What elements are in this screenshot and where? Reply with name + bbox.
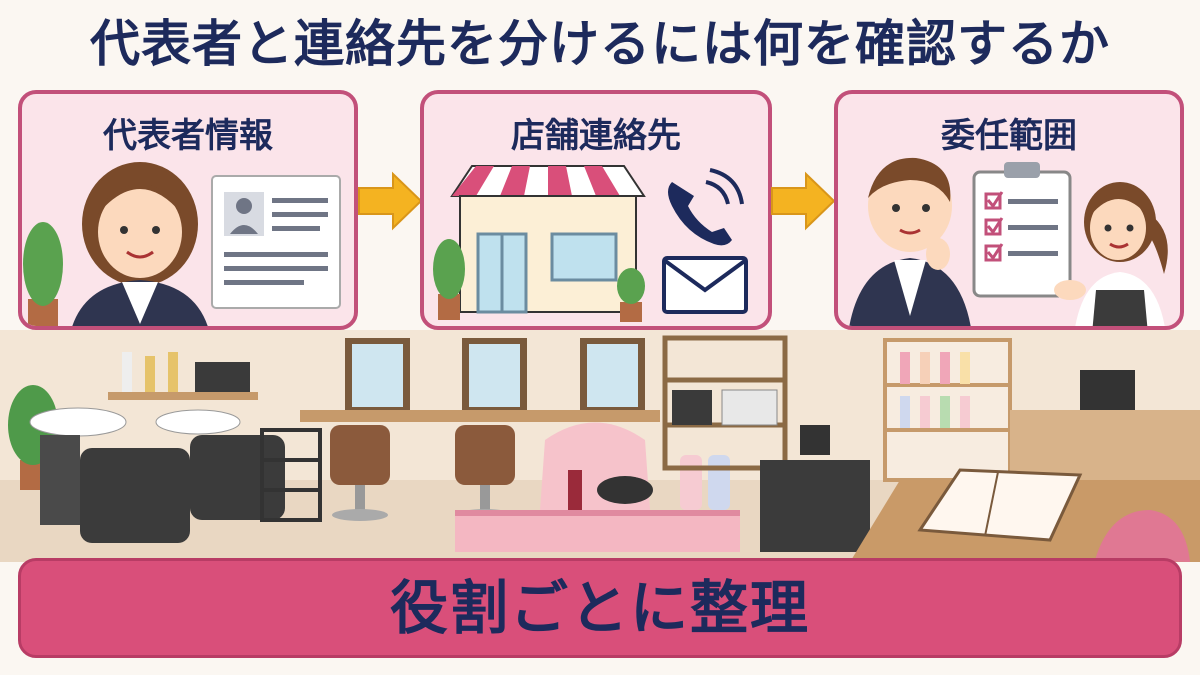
step-label: 店舗連絡先	[511, 116, 681, 156]
salon-interior-illustration	[0, 330, 1200, 562]
step-label: 委任範囲	[941, 116, 1077, 156]
step-card-delegation: 委任範囲	[834, 90, 1184, 330]
representative-profile-icon	[23, 162, 341, 326]
step-label: 代表者情報	[103, 116, 273, 156]
step-card-shop-contact: 店舗連絡先	[420, 90, 772, 330]
shop-contact-icon	[433, 165, 748, 322]
delegation-checklist-icon	[849, 157, 1168, 326]
page-title: 代表者と連絡先を分けるには何を確認するか	[90, 15, 1110, 73]
arrow-right-icon	[771, 171, 836, 231]
arrow-right-icon	[358, 171, 423, 231]
step-card-representative: 代表者情報	[18, 90, 358, 330]
summary-banner: 役割ごとに整理	[18, 558, 1182, 658]
